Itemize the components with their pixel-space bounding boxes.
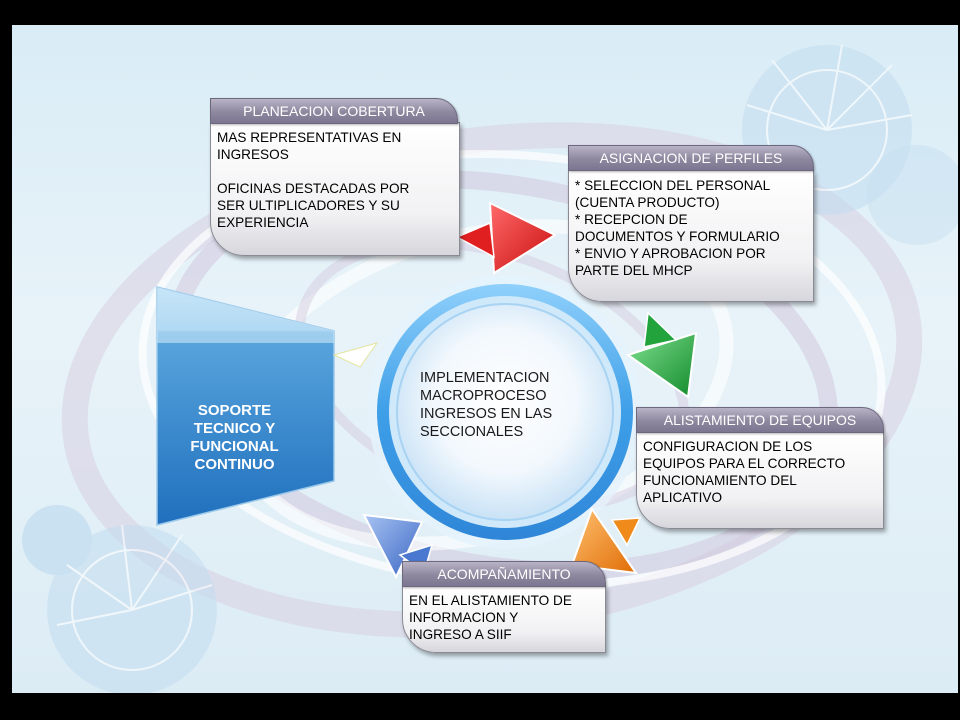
background-fan-right — [867, 145, 958, 245]
step-body-asignacion: * SELECCION DEL PERSONAL (CUENTA PRODUCT… — [575, 178, 780, 278]
background-fan-bottom-left — [22, 505, 217, 693]
orange-arrow-icon — [570, 506, 642, 575]
step-title-planeacion: PLANEACION COBERTURA — [210, 98, 458, 124]
step-box-asignacion: * SELECCION DEL PERSONAL (CUENTA PRODUCT… — [568, 170, 814, 302]
slide-canvas: MAS REPRESENTATIVAS EN INGRESOS OFICINAS… — [12, 25, 958, 693]
soporte-label-line: SOPORTE — [197, 402, 272, 419]
soporte-label-line: FUNCIONAL — [190, 438, 279, 455]
center-title-line: INGRESOS EN LAS — [420, 406, 553, 422]
step-box-acompanamiento: EN EL ALISTAMIENTO DE INFORMACION Y INGR… — [402, 585, 606, 653]
soporte-label-line: CONTINUO — [194, 456, 275, 473]
center-ring — [368, 275, 642, 549]
soporte-panel — [156, 286, 379, 526]
soporte-label: SOPORTE TECNICO Y FUNCIONAL CONTINUO — [167, 402, 302, 474]
step-body-acompanamiento: EN EL ALISTAMIENTO DE INFORMACION Y INGR… — [409, 593, 572, 642]
center-title: IMPLEMENTACION MACROPROCESO INGRESOS EN … — [420, 369, 600, 441]
step-body-planeacion: MAS REPRESENTATIVAS EN INGRESOS OFICINAS… — [217, 130, 410, 230]
step-title-asignacion: ASIGNACION DE PERFILES — [568, 145, 814, 171]
center-title-line: IMPLEMENTACION — [420, 370, 550, 386]
step-title-alistamiento: ALISTAMIENTO DE EQUIPOS — [636, 407, 884, 433]
step-box-alistamiento: CONFIGURACION DE LOS EQUIPOS PARA EL COR… — [636, 431, 884, 529]
center-title-line: MACROPROCESO — [420, 388, 547, 404]
green-arrow-icon — [625, 311, 698, 399]
soporte-label-line: TECNICO Y — [193, 420, 276, 437]
step-title-acompanamiento: ACOMPAÑAMIENTO — [402, 561, 606, 587]
step-body-alistamiento: CONFIGURACION DE LOS EQUIPOS PARA EL COR… — [643, 439, 846, 505]
center-title-line: SECCIONALES — [420, 424, 524, 440]
step-box-planeacion: MAS REPRESENTATIVAS EN INGRESOS OFICINAS… — [210, 122, 460, 256]
red-arrow-icon — [455, 201, 558, 275]
